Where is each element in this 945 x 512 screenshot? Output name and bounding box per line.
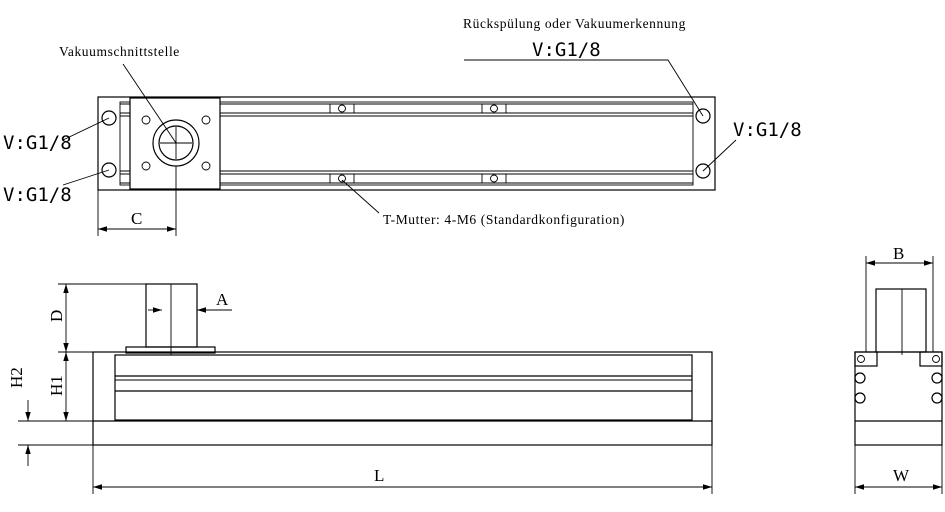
- port-hole-left-bottom: [101, 162, 117, 178]
- dimension-b-label: B: [893, 244, 904, 263]
- side-vacuum-pipe: [875, 288, 927, 353]
- side-nut-left: [854, 351, 878, 367]
- dimension-l-label: L: [374, 466, 384, 485]
- port-label-top-right: V:G1/8: [532, 39, 601, 61]
- t-nut-slot: [329, 103, 355, 114]
- side-nut-right: [919, 351, 943, 367]
- top-view-outline: [97, 96, 716, 191]
- t-nut-slot: [481, 103, 507, 114]
- top-view: [62, 59, 737, 236]
- port-label-right: V:G1/8: [733, 119, 802, 141]
- leader-vacuum-interface: [122, 63, 177, 144]
- t-nut-slot: [481, 173, 507, 184]
- leader-port-right: [702, 139, 737, 172]
- port-label-left-top: V:G1/8: [3, 132, 72, 154]
- dimension-h2-label: H2: [7, 367, 26, 388]
- front-view-body: [92, 351, 713, 446]
- vacuum-port-inner: [158, 125, 194, 161]
- side-port-right-bottom: [931, 392, 943, 404]
- leader-port-left-bottom: [62, 169, 110, 186]
- front-view: [18, 283, 713, 494]
- port-hole-left-top: [101, 110, 117, 126]
- dimension-a-label: A: [216, 290, 229, 309]
- port-label-left-bottom: V:G1/8: [3, 184, 72, 206]
- leader-port-left-top: [62, 117, 110, 141]
- top-view-inner-frame: [119, 101, 694, 186]
- dimension-h1-label: H1: [47, 375, 66, 396]
- dimension-d-label: D: [47, 310, 66, 322]
- leader-backflush: [464, 59, 704, 117]
- t-nut-slot: [329, 173, 355, 184]
- port-hole-right-top: [695, 108, 711, 124]
- dimension-c-label: C: [131, 209, 142, 228]
- front-view-rail: [114, 354, 693, 421]
- dimension-w-label: W: [893, 466, 910, 485]
- front-vacuum-pipe: [145, 283, 198, 348]
- t-nut-label: T-Mutter: 4-M6 (Standardkonfiguration): [383, 212, 625, 227]
- vacuum-interface-label: Vakuumschnittstelle: [59, 44, 180, 59]
- port-hole-right-bottom: [695, 163, 711, 179]
- vacuum-flange: [129, 97, 221, 190]
- backflush-label: Rückspülung oder Vakuumerkennung: [463, 16, 686, 31]
- side-view: [854, 256, 943, 494]
- side-port-right-top: [931, 372, 943, 384]
- side-port-left-bottom: [854, 392, 866, 404]
- side-port-left-top: [854, 372, 866, 384]
- leader-t-nut: [341, 179, 380, 214]
